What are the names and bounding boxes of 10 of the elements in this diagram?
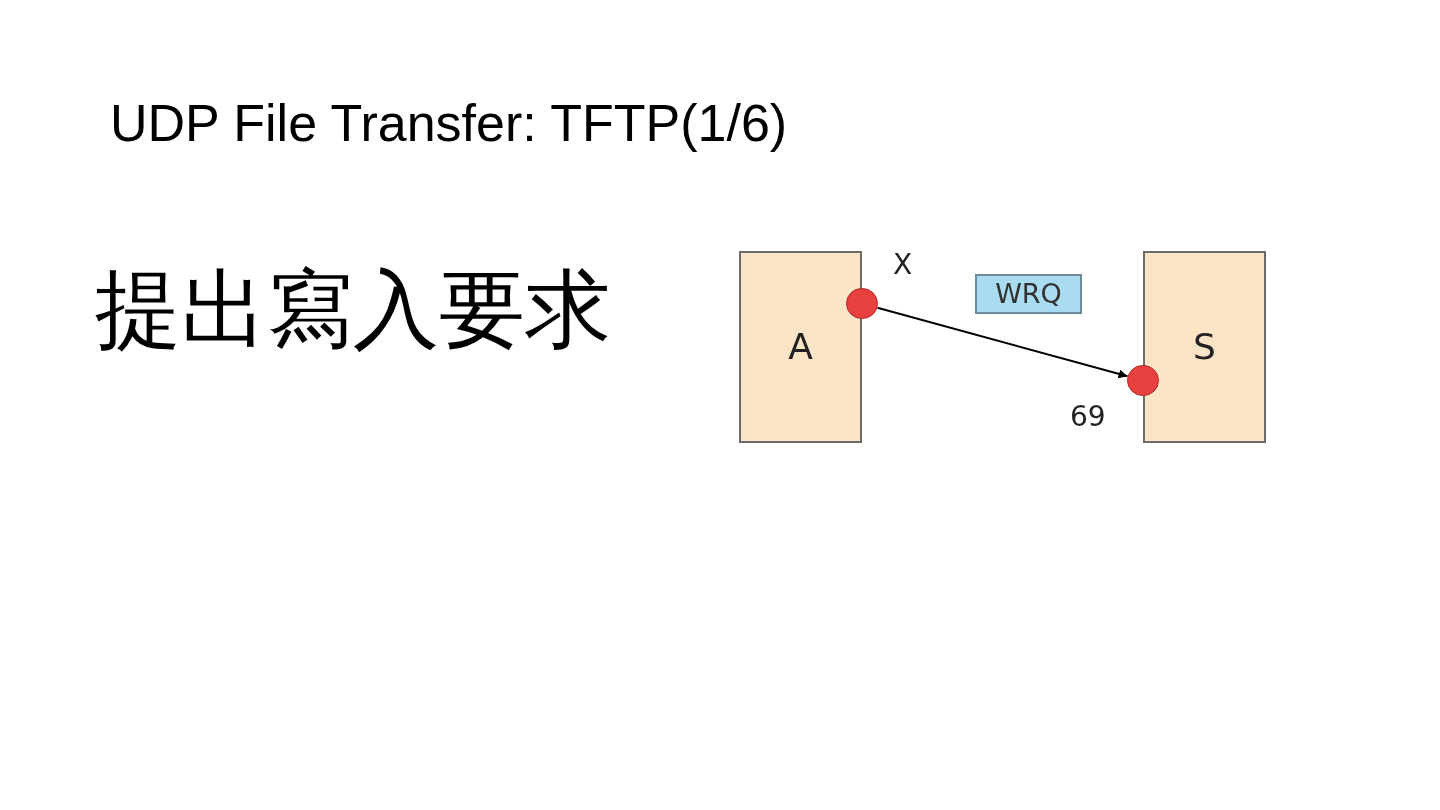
edge-label: WRQ [975,274,1082,314]
heading-text: 提出寫入要求 [95,258,611,361]
arrow [876,306,1129,379]
host-label: S [1193,325,1216,369]
host-box [739,251,862,443]
port-number: X [893,247,913,283]
slide-title: UDP File Transfer: TFTP(1/6) [110,93,788,154]
port-number: 69 [1070,399,1106,435]
host-box [1143,251,1266,443]
host-label: A [788,325,813,369]
